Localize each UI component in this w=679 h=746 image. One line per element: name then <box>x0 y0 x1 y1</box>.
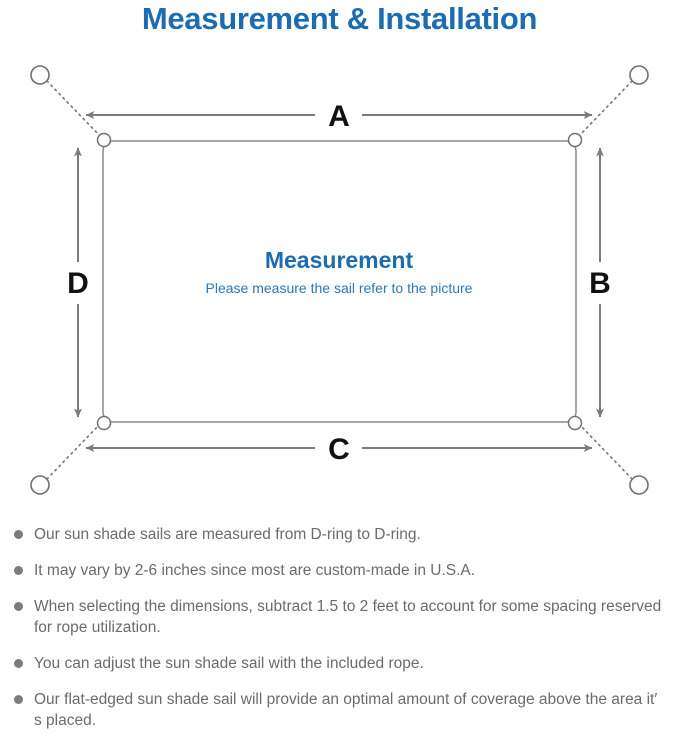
sail-center-subtext: Please measure the sail refer to the pic… <box>206 280 473 296</box>
d-ring-top-left <box>96 132 112 148</box>
d-ring-bottom-left <box>96 415 112 431</box>
bullet-icon <box>14 695 23 704</box>
dimension-label-b: B <box>589 267 611 300</box>
anchor-ring-bottom-right <box>629 475 649 495</box>
sail-shape <box>102 140 577 423</box>
rope-bottom-right <box>578 423 633 480</box>
note-text: When selecting the dimensions, subtract … <box>34 598 662 636</box>
note-text: It may vary by 2-6 inches since most are… <box>34 562 476 579</box>
bullet-icon <box>14 602 23 611</box>
bullet-icon <box>14 530 23 539</box>
notes-list: Our sun shade sails are measured from D-… <box>0 524 679 746</box>
note-item: It may vary by 2-6 inches since most are… <box>6 560 665 596</box>
measurement-diagram: A C D B Measurement Please measure the s… <box>0 44 679 514</box>
d-ring-bottom-right <box>567 415 583 431</box>
d-ring-top-right <box>567 132 583 148</box>
sail-center-heading: Measurement <box>265 247 414 273</box>
dimension-label-a: A <box>328 100 350 133</box>
anchor-ring-bottom-left <box>30 475 50 495</box>
rope-top-left <box>46 80 101 137</box>
note-text: Our flat-edged sun shade sail will provi… <box>34 691 658 729</box>
note-item: Our flat-edged sun shade sail will provi… <box>6 689 665 746</box>
dimension-label-c: C <box>328 433 350 466</box>
page-title: Measurement & Installation <box>141 1 538 36</box>
note-text: You can adjust the sun shade sail with t… <box>34 655 424 672</box>
rope-bottom-left <box>46 423 101 480</box>
anchor-ring-top-right <box>629 65 649 85</box>
anchor-ring-top-left <box>30 65 50 85</box>
note-item: Our sun shade sails are measured from D-… <box>6 524 665 560</box>
note-text: Our sun shade sails are measured from D-… <box>34 526 421 543</box>
bullet-icon <box>14 659 23 668</box>
bullet-icon <box>14 566 23 575</box>
diagram-svg: A C D B Measurement Please measure the s… <box>30 65 649 495</box>
note-item: You can adjust the sun shade sail with t… <box>6 653 665 689</box>
note-item: When selecting the dimensions, subtract … <box>6 596 665 653</box>
dimension-label-d: D <box>67 267 89 300</box>
rope-top-right <box>578 80 633 137</box>
